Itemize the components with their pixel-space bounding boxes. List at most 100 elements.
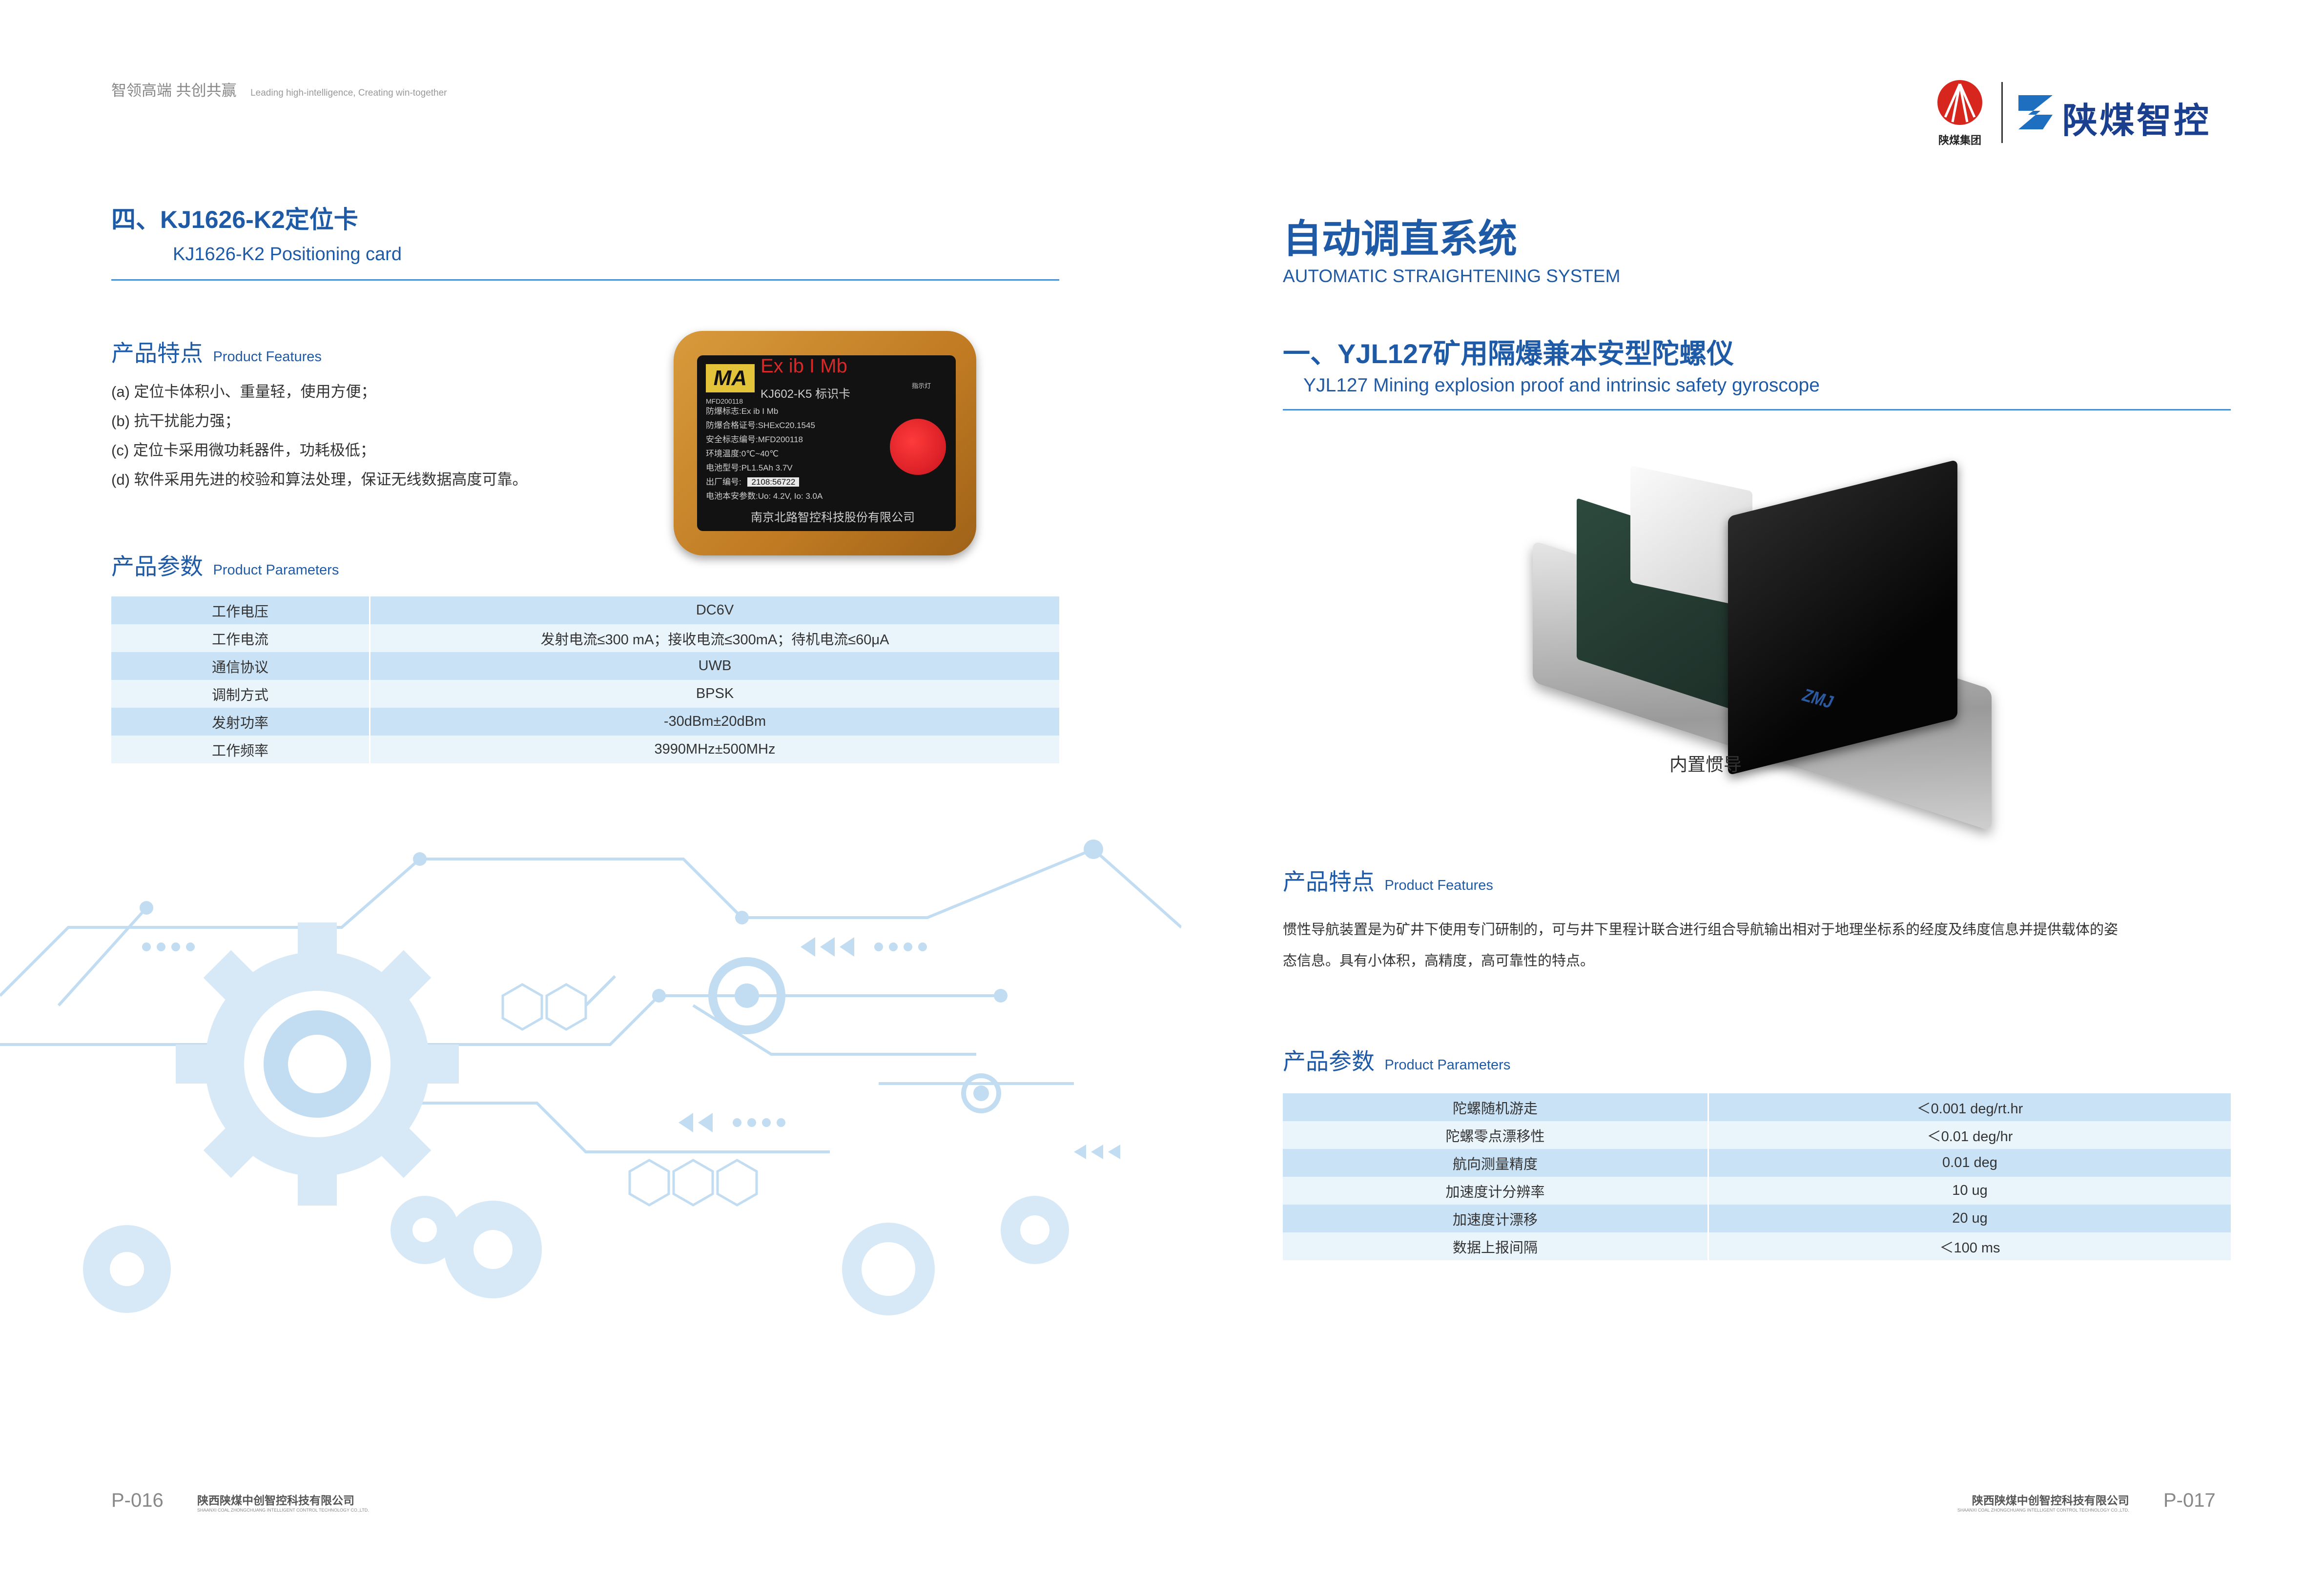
param-name: 工作频率 xyxy=(111,736,370,763)
right-features-heading-en: Product Features xyxy=(1384,878,1493,893)
card-red-button-icon xyxy=(890,419,946,475)
gyroscope-image: ZMJ xyxy=(1523,459,2001,831)
left-features-heading-en: Product Features xyxy=(213,349,322,365)
param-name: 航向测量精度 xyxy=(1283,1149,1709,1177)
brand-logos: 陕煤集团 陕煤智控 xyxy=(1928,78,2236,151)
gear-circuit-decoration-icon xyxy=(0,840,1181,1315)
param-name: 工作电压 xyxy=(111,596,370,624)
card-ma-logo: MA xyxy=(706,364,755,392)
card-line: 安全标志编号:MFD200118 xyxy=(706,435,803,444)
param-value: UWB xyxy=(370,652,1059,680)
left-params-heading-en: Product Parameters xyxy=(213,562,339,578)
param-name: 发射功率 xyxy=(111,708,370,736)
list-item: (a) 定位卡体积小、重量轻，使用方便； xyxy=(111,383,376,400)
param-name: 陀螺随机游走 xyxy=(1283,1093,1709,1121)
group-logo-icon xyxy=(1937,80,1982,125)
card-line: 环境温度:0℃~40℃ xyxy=(706,449,779,458)
slogan: 智领高端 共创共赢 Leading high-intelligence, Cre… xyxy=(111,78,447,100)
left-page-number: P-016 xyxy=(111,1490,164,1511)
list-item: (b) 抗干扰能力强； xyxy=(111,412,240,430)
param-value: ＜0.001 deg/rt.hr xyxy=(1708,1093,2231,1121)
param-value: 3990MHz±500MHz xyxy=(370,736,1059,763)
brand-mark-icon xyxy=(2018,95,2053,129)
right-params-heading-en: Product Parameters xyxy=(1384,1057,1511,1073)
table-row: 陀螺随机游走＜0.001 deg/rt.hr xyxy=(1283,1093,2231,1121)
right-params-heading: 产品参数 Product Parameters xyxy=(1283,1043,1510,1076)
left-params-heading-cn: 产品参数 xyxy=(111,553,203,579)
param-name: 通信协议 xyxy=(111,652,370,680)
param-name: 工作电流 xyxy=(111,624,370,652)
left-footer-company-en: SHAANXI COAL ZHONGCHUANG INTELLIGENT CON… xyxy=(197,1508,369,1513)
table-row: 发射功率-30dBm±20dBm xyxy=(111,708,1059,736)
card-serial: 2108:56722 xyxy=(747,477,800,487)
param-name: 数据上报间隔 xyxy=(1283,1232,1709,1260)
card-line: 电池型号:PL1.5Ah 3.7V xyxy=(706,463,793,472)
param-value: -30dBm±20dBm xyxy=(370,708,1059,736)
param-value: ＜0.01 deg/hr xyxy=(1708,1121,2231,1149)
list-item: (c) 定位卡采用微功耗器件，功耗极低； xyxy=(111,442,375,459)
table-row: 工作电流发射电流≤300 mA；接收电流≤300mA；待机电流≤60μA xyxy=(111,624,1059,652)
paragraph-line: 惯性导航装置是为矿井下使用专门研制的，可与井下里程计联合进行组合导航输出相对于地… xyxy=(1283,922,2118,938)
left-footer-company-cn: 陕西陕煤中创智控科技有限公司 xyxy=(197,1494,354,1507)
param-value: 20 ug xyxy=(1708,1205,2231,1232)
left-params-heading: 产品参数 Product Parameters xyxy=(111,548,339,581)
card-face: MA Ex ib I Mb MFD200118 KJ602-K5 标识卡 指示灯… xyxy=(697,355,956,531)
card-ex-mark: Ex ib I Mb xyxy=(761,355,847,377)
card-model: KJ602-K5 标识卡 xyxy=(761,388,851,401)
card-line: 电池本安参数:Uo: 4.2V, Io: 3.0A xyxy=(706,492,823,501)
right-title: 自动调直系统 xyxy=(1283,217,1517,261)
right-subtitle-en: YJL127 Mining explosion proof and intrin… xyxy=(1303,375,1820,396)
right-title-en: AUTOMATIC STRAIGHTENING SYSTEM xyxy=(1283,266,1621,286)
table-row: 数据上报间隔＜100 ms xyxy=(1283,1232,2231,1260)
card-serial-row: 出厂编号: 2108:56722 xyxy=(706,475,823,489)
param-name: 调制方式 xyxy=(111,680,370,708)
param-value: DC6V xyxy=(370,596,1059,624)
left-features-heading-cn: 产品特点 xyxy=(111,340,203,366)
param-value: 10 ug xyxy=(1708,1177,2231,1205)
right-features-heading-cn: 产品特点 xyxy=(1283,869,1375,895)
group-logo-text: 陕煤集团 xyxy=(1938,134,1981,146)
card-small-code: MFD200118 xyxy=(706,397,743,405)
right-params-table: 陀螺随机游走＜0.001 deg/rt.hr 陀螺零点漂移性＜0.01 deg/… xyxy=(1283,1093,2231,1260)
param-value: BPSK xyxy=(370,680,1059,708)
image-caption: 内置惯导 xyxy=(1669,755,1742,775)
left-title-rule xyxy=(111,279,1059,281)
right-features-heading: 产品特点 Product Features xyxy=(1283,863,1493,897)
left-features-list: (a) 定位卡体积小、重量轻，使用方便； (b) 抗干扰能力强； (c) 定位卡… xyxy=(111,377,528,494)
left-footer-company: 陕西陕煤中创智控科技有限公司 SHAANXI COAL ZHONGCHUANG … xyxy=(197,1491,369,1513)
card-indicator: 指示灯 xyxy=(912,382,931,389)
param-name: 陀螺零点漂移性 xyxy=(1283,1121,1709,1149)
param-value: 0.01 deg xyxy=(1708,1149,2231,1177)
right-title-rule xyxy=(1283,409,2231,410)
param-name: 加速度计分辨率 xyxy=(1283,1177,1709,1205)
card-line: 防爆标志:Ex ib I Mb xyxy=(706,407,779,416)
table-row: 陀螺零点漂移性＜0.01 deg/hr xyxy=(1283,1121,2231,1149)
right-params-heading-cn: 产品参数 xyxy=(1283,1048,1375,1074)
slogan-cn: 智领高端 共创共赢 xyxy=(111,82,237,99)
card-manufacturer: 南京北路智控科技股份有限公司 xyxy=(751,511,915,524)
device-logo: ZMJ xyxy=(1799,685,1837,713)
list-item: (d) 软件采用先进的校验和算法处理，保证无线数据高度可靠。 xyxy=(111,471,528,488)
left-title: 四、KJ1626-K2定位卡 xyxy=(111,206,358,233)
card-lines: 防爆标志:Ex ib I Mb 防爆合格证号:SHExC20.1545 安全标志… xyxy=(706,404,823,503)
logo-divider xyxy=(2001,82,2003,143)
right-page-number: P-017 xyxy=(2163,1490,2216,1511)
left-title-en: KJ1626-K2 Positioning card xyxy=(173,244,402,265)
paragraph-line: 态信息。具有小体积，高精度，高可靠性的特点。 xyxy=(1283,953,1595,969)
right-features-text: 惯性导航装置是为矿井下使用专门研制的，可与井下里程计联合进行组合导航输出相对于地… xyxy=(1283,914,2231,977)
brand-name: 陕煤智控 xyxy=(2062,102,2211,141)
param-value: 发射电流≤300 mA；接收电流≤300mA；待机电流≤60μA xyxy=(370,624,1059,652)
positioning-card-image: MA Ex ib I Mb MFD200118 KJ602-K5 标识卡 指示灯… xyxy=(674,331,976,555)
right-subtitle: 一、YJL127矿用隔爆兼本安型陀螺仪 xyxy=(1283,338,1734,369)
left-features-heading: 产品特点 Product Features xyxy=(111,334,322,368)
right-footer-company: 陕西陕煤中创智控科技有限公司 SHAANXI COAL ZHONGCHUANG … xyxy=(1957,1491,2129,1513)
param-name: 加速度计漂移 xyxy=(1283,1205,1709,1232)
param-value: ＜100 ms xyxy=(1708,1232,2231,1260)
